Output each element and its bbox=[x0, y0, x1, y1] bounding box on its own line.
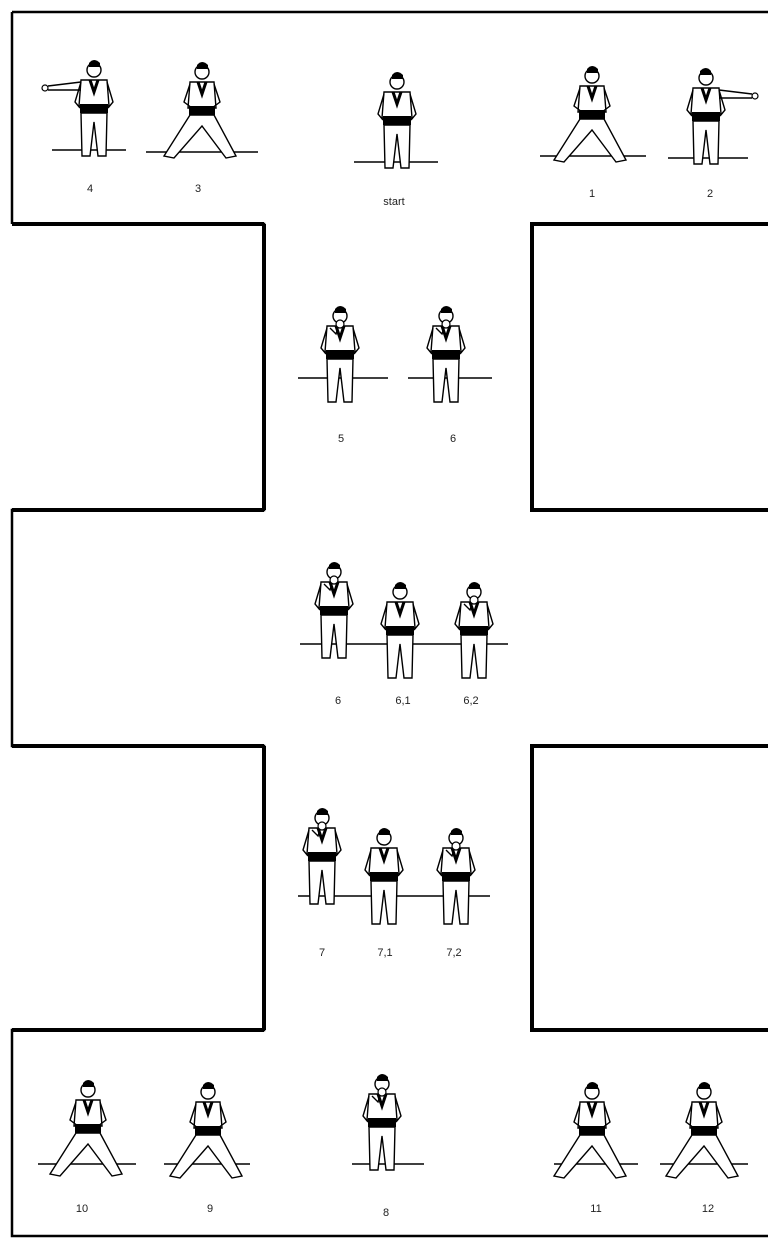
move-label-8: 8 bbox=[383, 1207, 389, 1219]
move-label-2: 2 bbox=[707, 188, 713, 200]
move-12: 12 bbox=[660, 1082, 748, 1215]
move-9: 9 bbox=[164, 1082, 250, 1215]
move-label-10: 10 bbox=[76, 1203, 88, 1215]
move-label-11: 11 bbox=[590, 1203, 601, 1215]
move-11: 11 bbox=[554, 1082, 638, 1215]
move-label-6-a: 6 bbox=[450, 433, 456, 445]
move-label-1: 1 bbox=[589, 188, 595, 200]
move-6-2: 6,2 bbox=[455, 582, 493, 707]
move-8: 8 bbox=[352, 1074, 424, 1219]
move-label-6-1: 6,1 bbox=[395, 695, 410, 707]
move-label-6-2: 6,2 bbox=[463, 695, 478, 707]
move-label-3: 3 bbox=[195, 183, 201, 195]
move-7-1: 7,1 bbox=[365, 828, 403, 959]
move-label-6-b: 6 bbox=[335, 695, 341, 707]
move-label-12: 12 bbox=[702, 1203, 714, 1215]
move-label-7-2: 7,2 bbox=[446, 947, 461, 959]
move-7-2: 7,2 bbox=[437, 828, 475, 959]
move-1: 1 bbox=[540, 66, 646, 200]
move-2: 2 bbox=[668, 68, 758, 200]
move-label-7-1: 7,1 bbox=[377, 947, 392, 959]
move-6-a: 6 bbox=[408, 306, 492, 445]
move-label-5: 5 bbox=[338, 433, 344, 445]
move-4: 4 bbox=[42, 60, 126, 195]
move-10: 10 bbox=[38, 1080, 136, 1215]
move-label-start: start bbox=[383, 196, 404, 208]
move-label-4: 4 bbox=[87, 183, 93, 195]
move-5: 5 bbox=[298, 306, 388, 445]
move-3: 3 bbox=[146, 62, 258, 195]
move-label-9: 9 bbox=[207, 1203, 213, 1215]
move-label-7: 7 bbox=[319, 947, 325, 959]
move-6-1: 6,1 bbox=[381, 582, 419, 707]
move-start: start bbox=[354, 72, 438, 208]
